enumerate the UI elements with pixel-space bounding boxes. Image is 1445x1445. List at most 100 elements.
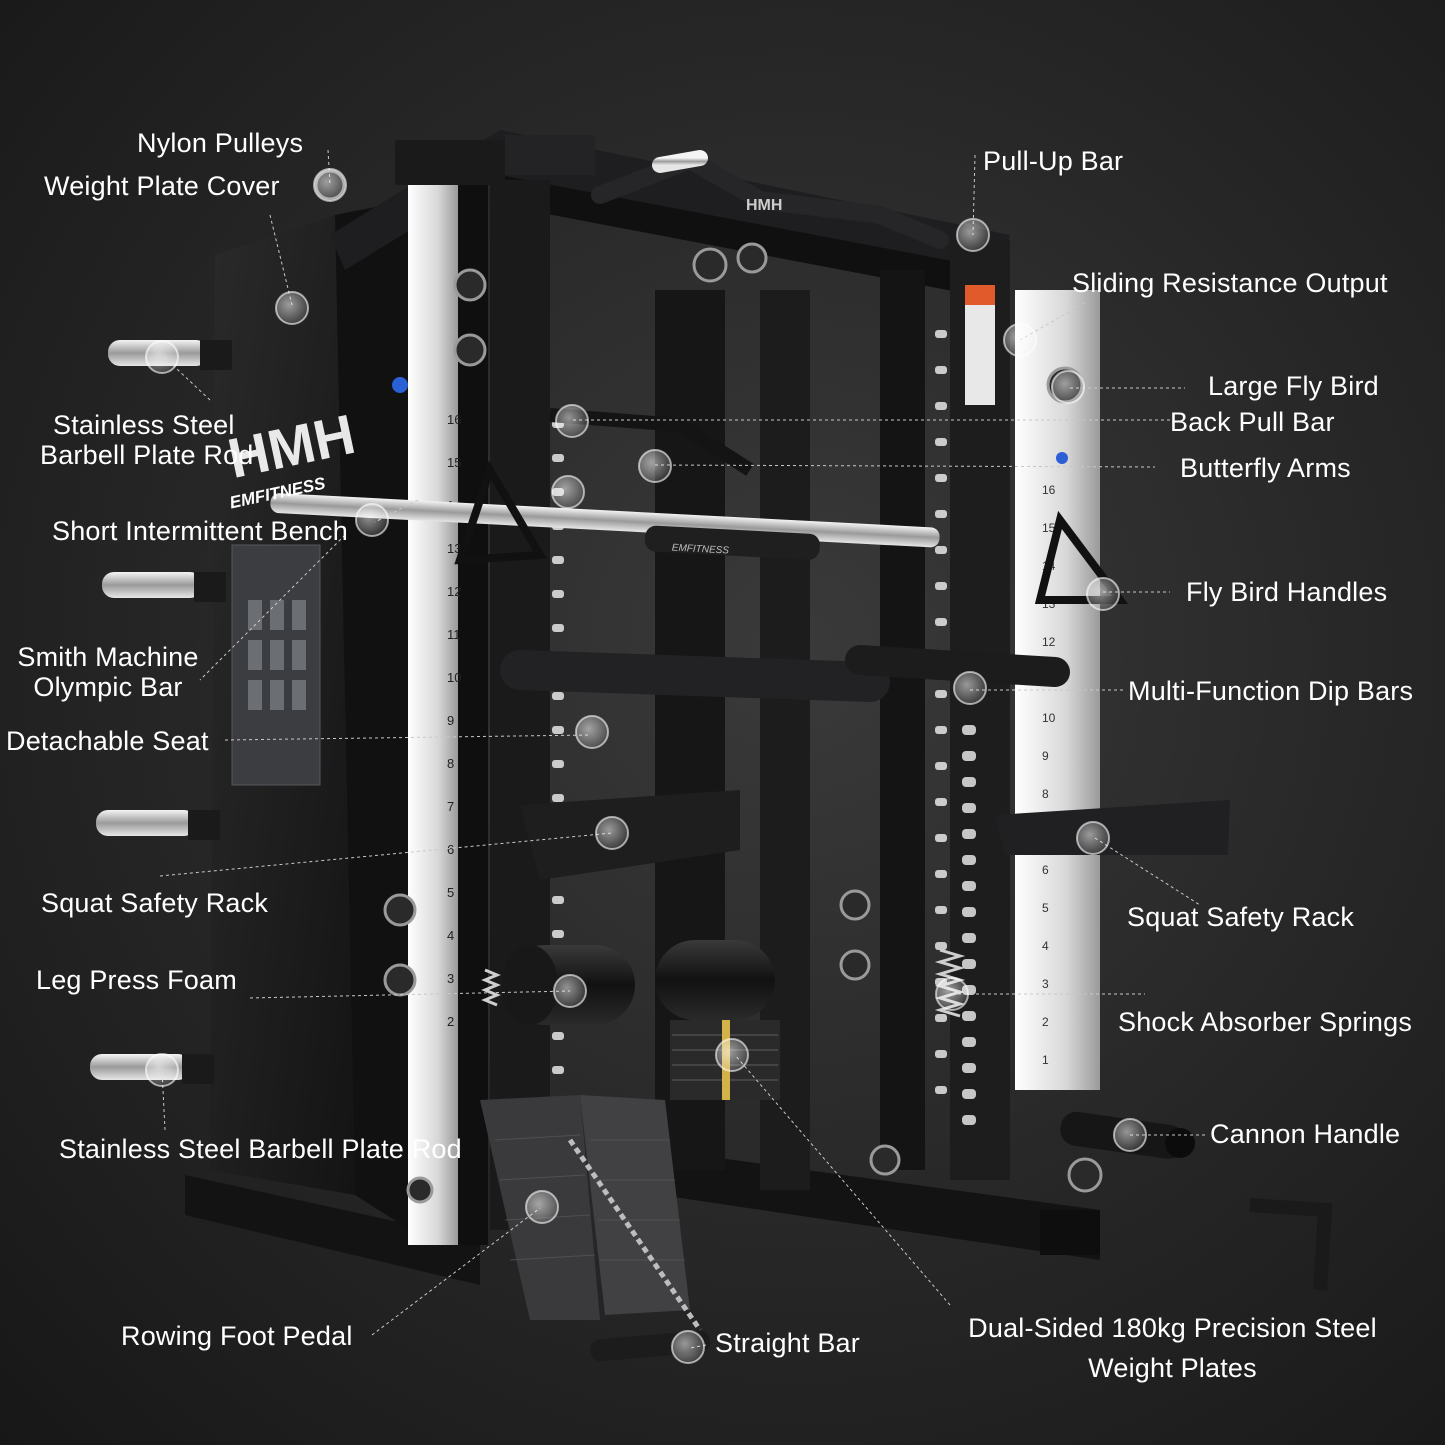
scale-number: 7 [447, 799, 454, 814]
rack-hole [552, 794, 564, 802]
hotspot-dot [145, 1053, 179, 1087]
scale-number: 10 [1042, 711, 1056, 725]
brand-tag-top: HMH [746, 197, 782, 214]
leader-line [734, 1054, 951, 1306]
top-pulley-box [395, 140, 505, 185]
scale-number: 12 [1042, 635, 1056, 649]
label-line: Olympic Bar [33, 672, 183, 702]
scale-number: 3 [1042, 977, 1049, 991]
label-cannon-handle: Cannon Handle [1210, 1119, 1401, 1149]
label-weight-plate-cover: Weight Plate Cover [44, 171, 280, 201]
label-straight-bar: Straight Bar [715, 1328, 860, 1358]
hotspot-dot [1003, 323, 1037, 357]
rack-hole [935, 690, 947, 698]
hotspot-dot [953, 671, 987, 705]
scale-number: 11 [447, 627, 461, 642]
base-frame-left [185, 1175, 480, 1285]
rack-hole [962, 1011, 976, 1021]
label-squat-safety-rack-left: Squat Safety Rack [41, 888, 269, 918]
scale-number: 2 [447, 1014, 454, 1029]
rack-hole [552, 556, 564, 564]
scale-number: 9 [1042, 749, 1049, 763]
rack-hole [935, 330, 947, 338]
rack-hole [552, 1032, 564, 1040]
label-line: Smith Machine [17, 642, 199, 672]
rack-hole [962, 725, 976, 735]
rack-hole [552, 590, 564, 598]
bar-grip-sleeve [644, 525, 820, 560]
pedal-chain [567, 1138, 703, 1332]
dip-bar-left [500, 650, 890, 702]
label-shock-absorber-springs: Shock Absorber Springs [1118, 1007, 1413, 1037]
hotspot-dot [551, 475, 585, 509]
rack-hole [935, 582, 947, 590]
leg-press-foam-right [655, 940, 775, 1020]
back-pull-bar [549, 408, 754, 476]
rack-hole [552, 930, 564, 938]
label-line: Stainless Steel [53, 410, 235, 440]
rack-hole [962, 829, 976, 839]
scale-number: 15 [1042, 521, 1056, 535]
hotspot-dot [553, 974, 587, 1008]
spare-triangle-handle [1249, 1198, 1333, 1291]
rack-hole [962, 777, 976, 787]
rack-hole [962, 1089, 976, 1099]
leader-line [371, 1207, 541, 1336]
leader-line [159, 832, 613, 877]
label-pull-up-bar: Pull-Up Bar [983, 146, 1124, 176]
label-multi-function-dip-bars: Multi-Function Dip Bars [1128, 676, 1414, 706]
label-line: Dual-Sided 180kg Precision Steel [968, 1313, 1377, 1343]
scale-number: 8 [447, 756, 454, 771]
rack-hole [935, 546, 947, 554]
callout-hotspots [145, 168, 1147, 1364]
label-stainless-steel-barbell-plate-rod-top: Stainless Steel Barbell Plate Rod [40, 410, 300, 470]
label-butterfly-arms: Butterfly Arms [1180, 453, 1351, 483]
label-large-fly-bird: Large Fly Bird [1208, 371, 1379, 401]
squat-safety-rack-left [520, 790, 740, 880]
rack-hole [962, 1037, 976, 1047]
rack-hole [962, 1063, 976, 1073]
callout-leader-lines [159, 149, 1205, 1349]
rack-hole [962, 803, 976, 813]
label-smith-machine-olympic-bar: Smith Machine Olympic Bar [8, 642, 208, 702]
label-line: Barbell Plate Rod [40, 440, 254, 470]
rack-hole [935, 870, 947, 878]
hotspot-dot [1113, 1118, 1147, 1152]
label-stainless-steel-barbell-plate-rod-bottom: Stainless Steel Barbell Plate Rod [59, 1134, 462, 1164]
label-line: Weight Plates [1088, 1353, 1257, 1383]
hotspot-dot [715, 1038, 749, 1072]
hotspot-dot [525, 1190, 559, 1224]
hotspot-dot [1076, 821, 1110, 855]
label-sliding-resistance-output: Sliding Resistance Output [1072, 268, 1388, 298]
base-foot-right [1040, 1210, 1100, 1255]
rack-hole [935, 474, 947, 482]
rack-hole [935, 762, 947, 770]
label-squat-safety-rack-right: Squat Safety Rack [1127, 902, 1355, 932]
rack-hole [552, 624, 564, 632]
rack-hole [935, 906, 947, 914]
hotspot-dot [956, 218, 990, 252]
weight-scale-left: 1615141312111098765432 [447, 412, 461, 1029]
leader-line [199, 534, 346, 681]
dip-bar-right [845, 645, 1070, 687]
white-rail-right [1015, 290, 1100, 1090]
leader-line [224, 734, 591, 741]
scale-number: 5 [447, 885, 454, 900]
rack-hole [552, 1066, 564, 1074]
scale-number: 16 [1042, 483, 1056, 497]
label-back-pull-bar: Back Pull Bar [1170, 407, 1335, 437]
rack-hole [935, 834, 947, 842]
hotspot-dot [935, 977, 969, 1011]
scale-number: 6 [1042, 863, 1049, 877]
scale-number: 5 [1042, 901, 1049, 915]
label-fly-bird-handles: Fly Bird Handles [1186, 577, 1388, 607]
scale-number: 9 [447, 713, 454, 728]
bar-brand-text: EMFITNESS [672, 543, 730, 557]
rack-hole [962, 959, 976, 969]
rack-hole [935, 798, 947, 806]
front-upright-left [490, 180, 550, 1230]
rack-hole [935, 618, 947, 626]
hotspot-dot [355, 503, 389, 537]
